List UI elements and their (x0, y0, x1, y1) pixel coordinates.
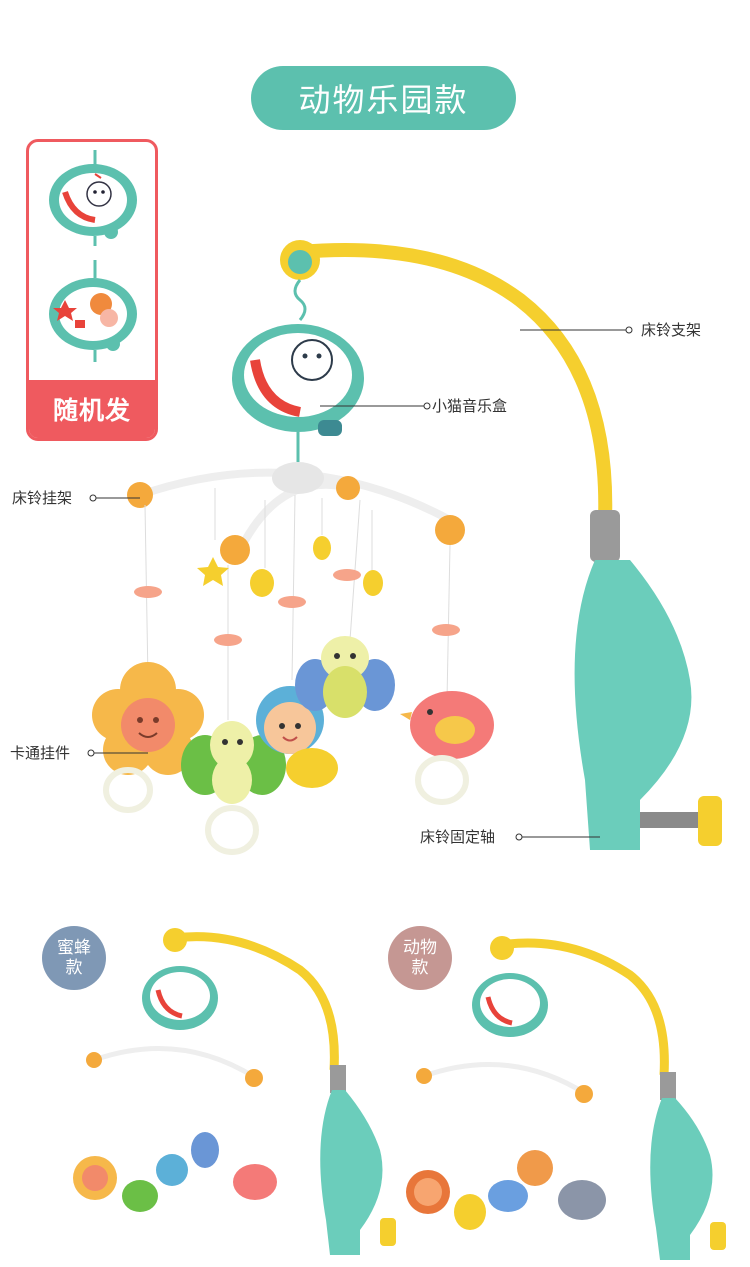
clamp-knob (698, 796, 722, 846)
stand-base (574, 560, 692, 850)
music-box-variants-illustration (49, 150, 137, 362)
hanger-hub (272, 462, 324, 494)
random-music-box-panel: 随机发 (26, 139, 158, 441)
animal-variant-illustration (406, 936, 726, 1260)
bee-variant-badge: 蜜蜂款 (42, 926, 106, 990)
bee-variant-line1: 蜜蜂 (57, 938, 91, 958)
callout-kitten-music-box: 小猫音乐盒 (432, 397, 508, 415)
callout-bed-bell-fixed-shaft: 床铃固定轴 (420, 828, 496, 846)
blue-bee-pendant (295, 636, 395, 718)
animal-variant-badge: 动物款 (388, 926, 452, 990)
callout-bed-bell-stand: 床铃支架 (641, 321, 702, 339)
mobile-arm (293, 243, 613, 527)
callout-bed-bell-hanger: 床铃挂架 (12, 489, 73, 507)
callout-cartoon-pendants: 卡通挂件 (10, 744, 71, 762)
bee-variant-illustration (73, 928, 396, 1255)
random-shipment-label: 随机发 (29, 380, 155, 438)
flower-pendant (92, 662, 204, 813)
page-title: 动物乐园款 (251, 66, 516, 130)
bird-pendant (400, 691, 494, 805)
stand-spring (590, 510, 620, 562)
bee-variant-line2: 款 (65, 958, 83, 978)
animal-variant-line1: 动物 (403, 938, 437, 958)
animal-variant-line2: 款 (411, 958, 429, 978)
